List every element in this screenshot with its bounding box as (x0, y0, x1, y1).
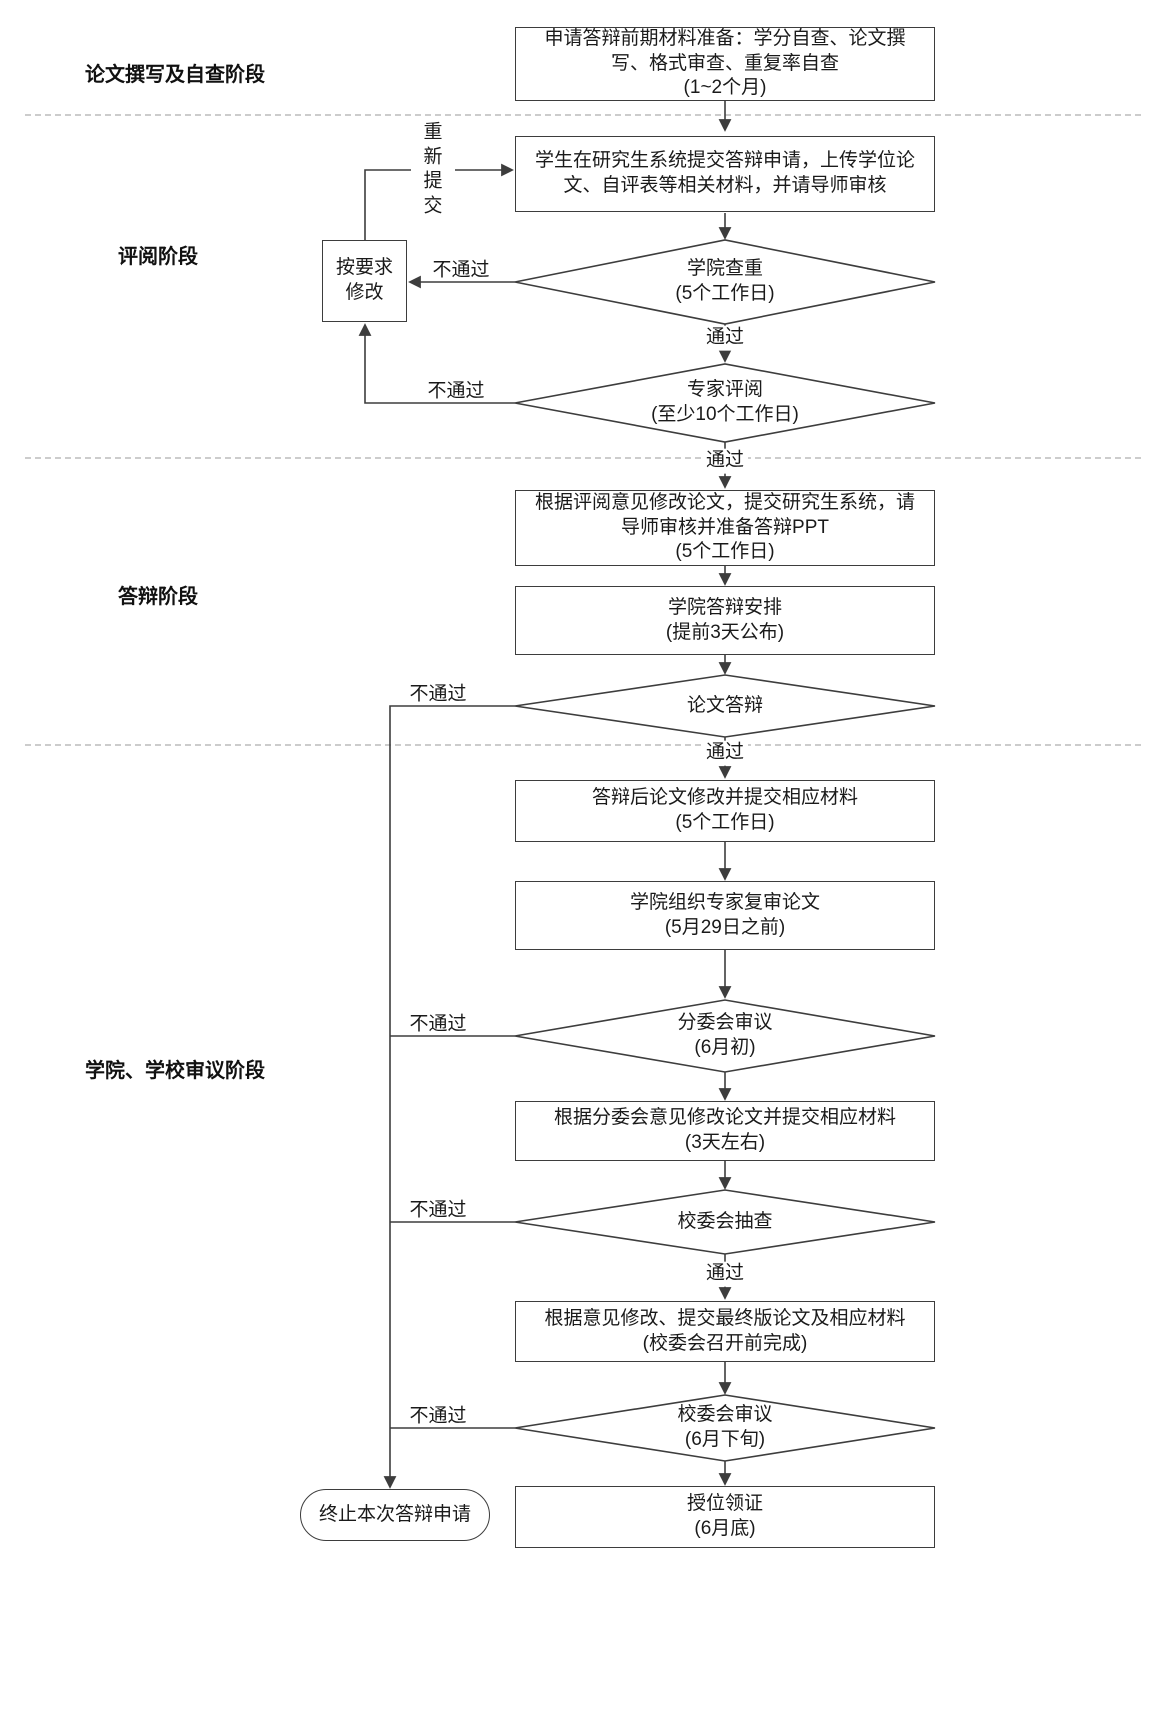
decision-subcommittee-review (514, 999, 936, 1073)
node-prep: 申请答辩前期材料准备：学分自查、论文撰写、格式审查、重复率自查 (1~2个月) (515, 27, 935, 101)
node-terminate: 终止本次答辩申请 (300, 1489, 490, 1541)
node-subcommittee-revision: 根据分委会意见修改论文并提交相应材料 (3天左右) (515, 1101, 935, 1161)
stage-label-approval: 学院、学校审议阶段 (85, 1060, 265, 1082)
node-subcommittee-revision-sub: (3天左右) (684, 1132, 766, 1153)
node-college-recheck: 学院组织专家复审论文 (5月29日之前) (515, 881, 935, 950)
node-degree-award: 授位领证 (6月底) (515, 1486, 935, 1548)
decision-university-committee-review (514, 1394, 936, 1462)
edge-label-pass-spotcheck: 通过 (701, 1261, 749, 1287)
edge-label-fail-defense: 不通过 (409, 683, 467, 705)
connector-resubmit (364, 163, 514, 240)
node-defense-schedule-sub: (提前3天公布) (665, 621, 785, 643)
edge-label-pass-defense: 通过 (701, 740, 749, 766)
node-post-defense-revision-text: 答辩后论文修改并提交相应材料 (591, 787, 858, 809)
stage-label-defense: 答辩阶段 (118, 586, 198, 608)
edge-label-fail-check: 不通过 (432, 259, 490, 281)
stage-label-review: 评阅阶段 (118, 246, 198, 268)
node-final-revision: 根据意见修改、提交最终版论文及相应材料 (校委会召开前完成) (515, 1301, 935, 1362)
node-degree-award-sub: (6月底) (694, 1518, 756, 1539)
connector-defense-fail-to-terminate (383, 705, 515, 1489)
node-defense-schedule-text: 学院答辩安排 (667, 596, 782, 618)
decision-expert-review (514, 363, 936, 443)
edge-label-fail-spotcheck: 不通过 (409, 1199, 467, 1221)
node-prep-text: 申请答辩前期材料准备：学分自查、论文撰写、格式审查、重复率自查 (544, 27, 906, 74)
node-post-defense-revision-sub: (5个工作日) (675, 812, 775, 833)
decision-plagiarism-check (514, 239, 936, 325)
edge-label-pass-check: 通过 (701, 325, 749, 351)
node-revise-as-required: 按要求修改 (322, 240, 407, 322)
node-college-recheck-text: 学院组织专家复审论文 (629, 891, 820, 913)
node-degree-award-text: 授位领证 (686, 1493, 763, 1515)
node-revise-after-review: 根据评阅意见修改论文，提交研究生系统，请导师审核并准备答辩PPT (5个工作日) (515, 490, 935, 566)
node-post-defense-revision: 答辩后论文修改并提交相应材料 (5个工作日) (515, 780, 935, 842)
stage-label-writing: 论文撰写及自查阶段 (85, 64, 265, 86)
decision-thesis-defense (514, 674, 936, 738)
edge-label-fail-subcommittee: 不通过 (409, 1013, 467, 1035)
node-terminate-text: 终止本次答辩申请 (318, 1503, 471, 1525)
decision-university-committee-spotcheck (514, 1189, 936, 1255)
node-final-revision-sub: (校委会召开前完成) (642, 1332, 808, 1354)
node-revise-as-required-text: 按要求修改 (335, 257, 393, 303)
node-revise-after-review-sub: (5个工作日) (675, 541, 775, 563)
node-prep-sub: (1~2个月) (683, 77, 767, 99)
node-subcommittee-revision-text: 根据分委会意见修改论文并提交相应材料 (553, 1107, 896, 1129)
connector-review-fail (358, 323, 515, 404)
node-submit-application: 学生在研究生系统提交答辩申请，上传学位论文、自评表等相关材料，并请导师审核 (515, 136, 935, 212)
node-revise-after-review-text: 根据评阅意见修改论文，提交研究生系统，请导师审核并准备答辩PPT (534, 491, 915, 538)
edge-label-pass-review: 通过 (701, 448, 749, 474)
edge-label-fail-review: 不通过 (427, 380, 485, 402)
node-defense-schedule: 学院答辩安排 (提前3天公布) (515, 586, 935, 655)
node-submit-application-text: 学生在研究生系统提交答辩申请，上传学位论文、自评表等相关材料，并请导师审核 (534, 150, 915, 196)
node-final-revision-text: 根据意见修改、提交最终版论文及相应材料 (544, 1307, 906, 1329)
edge-label-fail-committee: 不通过 (409, 1405, 467, 1427)
node-college-recheck-sub: (5月29日之前) (664, 916, 786, 938)
edge-label-resubmit: 重新提交 (411, 120, 455, 220)
